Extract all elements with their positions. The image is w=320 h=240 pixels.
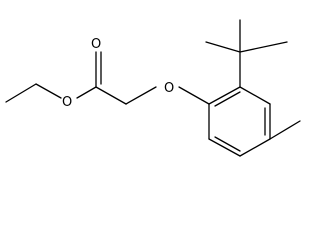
bond-carbonyl-ch2: [95, 86, 127, 105]
bond-ester-oxygen-carbonyl: [76, 86, 97, 99]
bond-methyl-ch2: [5, 83, 37, 103]
bond-tbutyl-methyl-right: [239, 41, 288, 53]
bond-ring-methyl: [269, 120, 301, 140]
bond-ch2-ether-oxygen: [125, 86, 157, 105]
ring-bond-c5-c6: [208, 138, 241, 157]
carbonyl-oxygen-label: O: [91, 37, 101, 52]
ether-oxygen-label: O: [164, 81, 174, 96]
bond-ether-oxygen-ring: [178, 86, 210, 105]
bond-ch2-ester-oxygen: [35, 83, 62, 99]
ring-bond-c1-c2: [208, 86, 241, 105]
ring-bond-c4-c5: [239, 138, 271, 157]
ester-oxygen-label: O: [62, 95, 72, 110]
ring-inner-bond-c1-c2: [214, 91, 241, 107]
bond-tbutyl-methyl-left: [205, 41, 241, 53]
molecule-structure-diagram: O O O: [5, 19, 301, 157]
ring-bond-c2-c3: [239, 86, 271, 105]
ring-inner-bond-c5-c6: [214, 136, 241, 152]
